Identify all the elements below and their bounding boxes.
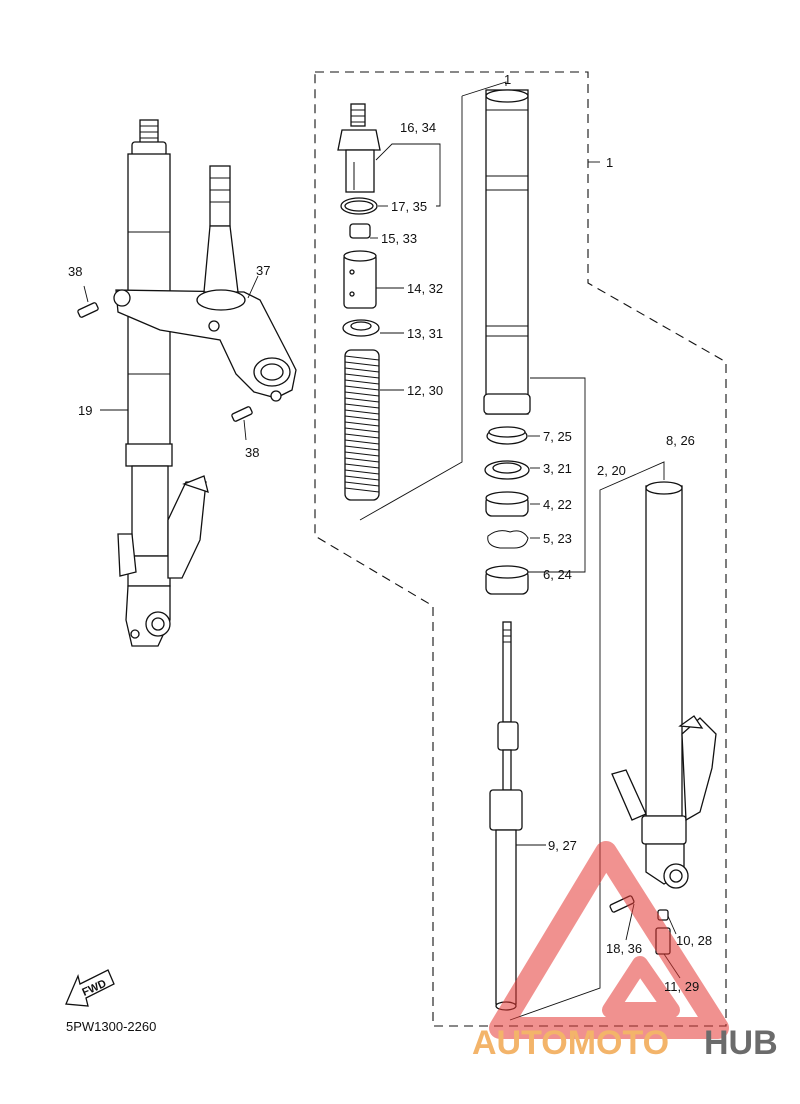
label-14-32: 14, 32	[407, 281, 443, 296]
label-6-24: 6, 24	[543, 567, 572, 582]
damper-rod	[489, 621, 523, 1011]
label-38-lower: 38	[245, 445, 259, 460]
label-2-20: 2, 20	[597, 463, 626, 478]
part-labels: 1 1 16, 34 17, 35 15, 33 14, 32 13, 31 1…	[68, 72, 712, 994]
forward-arrow-icon: FWD	[65, 969, 115, 1007]
label-1-side: 1	[606, 155, 613, 170]
label-13-31: 13, 31	[407, 326, 443, 341]
label-3-21: 3, 21	[543, 461, 572, 476]
diagram-code: 5PW1300-2260	[66, 1019, 156, 1034]
watermark-text-automoto: AUTOMOTO	[472, 1024, 669, 1062]
label-1-top: 1	[504, 72, 511, 87]
fwd-label: FWD	[80, 978, 108, 999]
label-5-23: 5, 23	[543, 531, 572, 546]
label-16-34: 16, 34	[400, 120, 436, 135]
assembled-fork	[77, 119, 297, 647]
watermark-logo	[489, 841, 729, 1039]
watermark-text-hub: HUB	[704, 1024, 778, 1062]
label-9-27: 9, 27	[548, 838, 577, 853]
label-17-35: 17, 35	[391, 199, 427, 214]
label-4-22: 4, 22	[543, 497, 572, 512]
label-12-30: 12, 30	[407, 383, 443, 398]
label-10-28: 10, 28	[676, 933, 712, 948]
label-37: 37	[256, 263, 270, 278]
label-8-26: 8, 26	[666, 433, 695, 448]
label-18-36: 18, 36	[606, 941, 642, 956]
inner-tube-and-seals	[483, 89, 531, 595]
internal-parts	[337, 103, 381, 501]
label-38-upper: 38	[68, 264, 82, 279]
label-11-29: 11, 29	[664, 979, 699, 994]
label-15-33: 15, 33	[381, 231, 417, 246]
label-19: 19	[78, 403, 92, 418]
label-7-25: 7, 25	[543, 429, 572, 444]
